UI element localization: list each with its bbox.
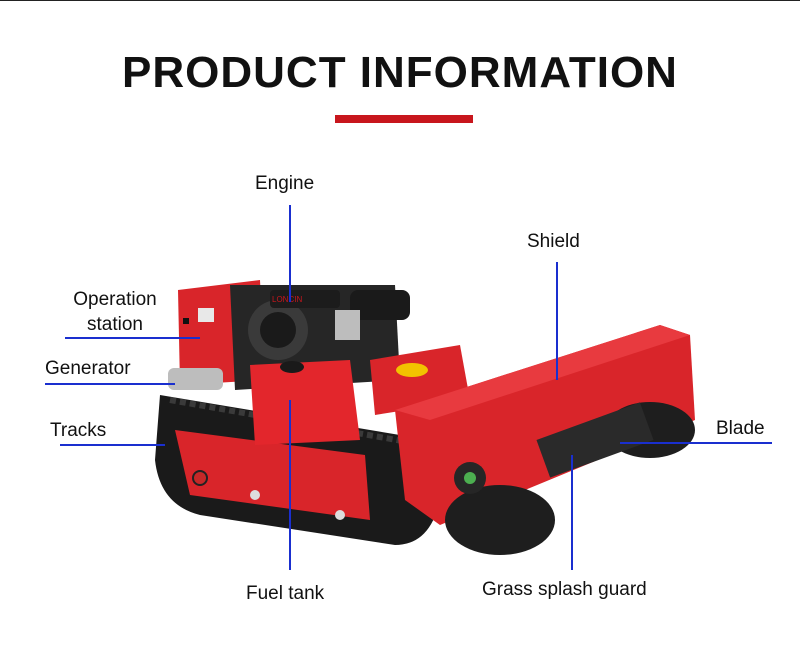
shield-callout-line <box>556 262 558 380</box>
fuel-tank-callout-line <box>289 400 291 570</box>
engine-callout-line <box>289 205 291 302</box>
tracks-label: Tracks <box>50 420 107 441</box>
fuel-tank <box>250 360 360 445</box>
page-title: PRODUCT INFORMATION <box>122 48 678 97</box>
top-border-line <box>0 0 800 1</box>
side-frame <box>175 430 370 520</box>
grass-splash-guard-callout-line <box>571 455 573 570</box>
title-underline-accent <box>335 115 473 123</box>
operation-station-label-line1: Operation <box>73 289 157 310</box>
operation-station-callout-line <box>65 337 200 339</box>
engine: LONCIN <box>230 285 410 390</box>
generator <box>168 368 223 390</box>
blade-callout-line <box>620 442 772 444</box>
generator-callout-line <box>45 383 175 385</box>
generator-label: Generator <box>45 358 131 379</box>
blade-label: Blade <box>716 418 765 439</box>
fuel-tank-label: Fuel tank <box>246 583 325 604</box>
engine-label: Engine <box>255 173 315 194</box>
shield-label: Shield <box>527 231 580 252</box>
blade-housing <box>445 402 695 555</box>
engine-brand-text: LONCIN <box>272 295 302 304</box>
grass-splash-guard-label: Grass splash guard <box>482 579 647 600</box>
tracks-callout-line <box>60 444 165 446</box>
operation-station-label-line2: station <box>87 314 143 335</box>
